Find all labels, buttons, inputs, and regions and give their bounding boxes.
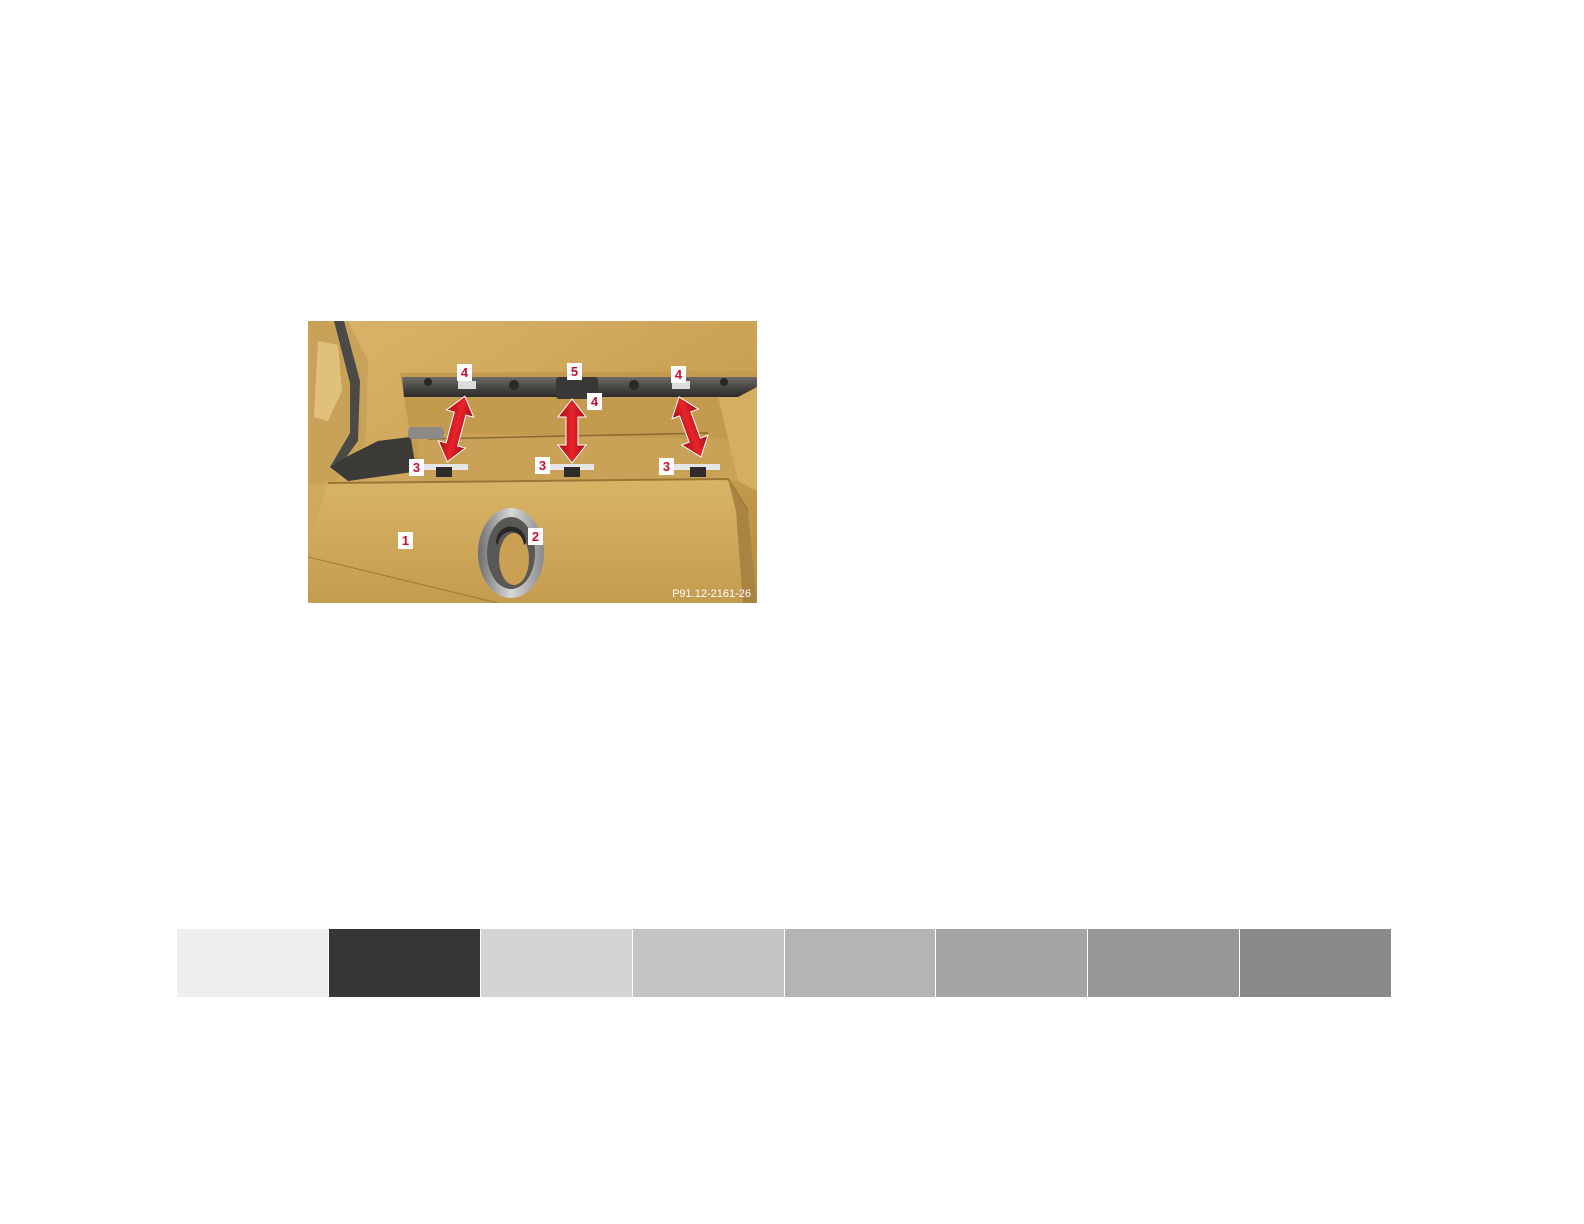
svg-text:4: 4 xyxy=(591,394,599,409)
rail-hole xyxy=(629,380,639,390)
color-swatch xyxy=(633,929,785,997)
callout-3-center: 3 xyxy=(535,457,550,474)
svg-text:2: 2 xyxy=(532,529,539,544)
callout-1: 1 xyxy=(398,532,413,549)
svg-text:4: 4 xyxy=(461,365,469,380)
rail-clip xyxy=(458,381,476,389)
glovebox-handle xyxy=(478,508,544,598)
color-swatch xyxy=(329,929,481,997)
rail-hole xyxy=(509,380,519,390)
svg-text:3: 3 xyxy=(663,459,670,474)
color-swatch xyxy=(481,929,633,997)
color-calibration-bar xyxy=(177,929,1391,997)
callout-4-right: 4 xyxy=(671,366,686,383)
rail-hole xyxy=(424,378,432,386)
image-reference-code: P91.12-2161-26 xyxy=(672,588,751,600)
side-knob xyxy=(408,427,444,439)
svg-text:5: 5 xyxy=(571,364,578,379)
callout-4-center: 4 xyxy=(587,393,602,410)
color-swatch xyxy=(1088,929,1240,997)
callout-5: 5 xyxy=(567,363,582,380)
svg-text:3: 3 xyxy=(413,460,420,475)
glovebox-illustration: 1 2 3 3 3 4 4 4 xyxy=(308,321,757,603)
color-swatch xyxy=(1240,929,1391,997)
callout-3-left: 3 xyxy=(409,459,424,476)
callout-4-left: 4 xyxy=(457,364,472,381)
callout-2: 2 xyxy=(528,528,543,545)
color-swatch xyxy=(936,929,1088,997)
color-swatch xyxy=(177,929,329,997)
rail-hole xyxy=(720,378,728,386)
color-swatch xyxy=(785,929,937,997)
svg-text:1: 1 xyxy=(402,533,409,548)
svg-text:4: 4 xyxy=(675,367,683,382)
callout-3-right: 3 xyxy=(659,458,674,475)
svg-text:3: 3 xyxy=(539,458,546,473)
